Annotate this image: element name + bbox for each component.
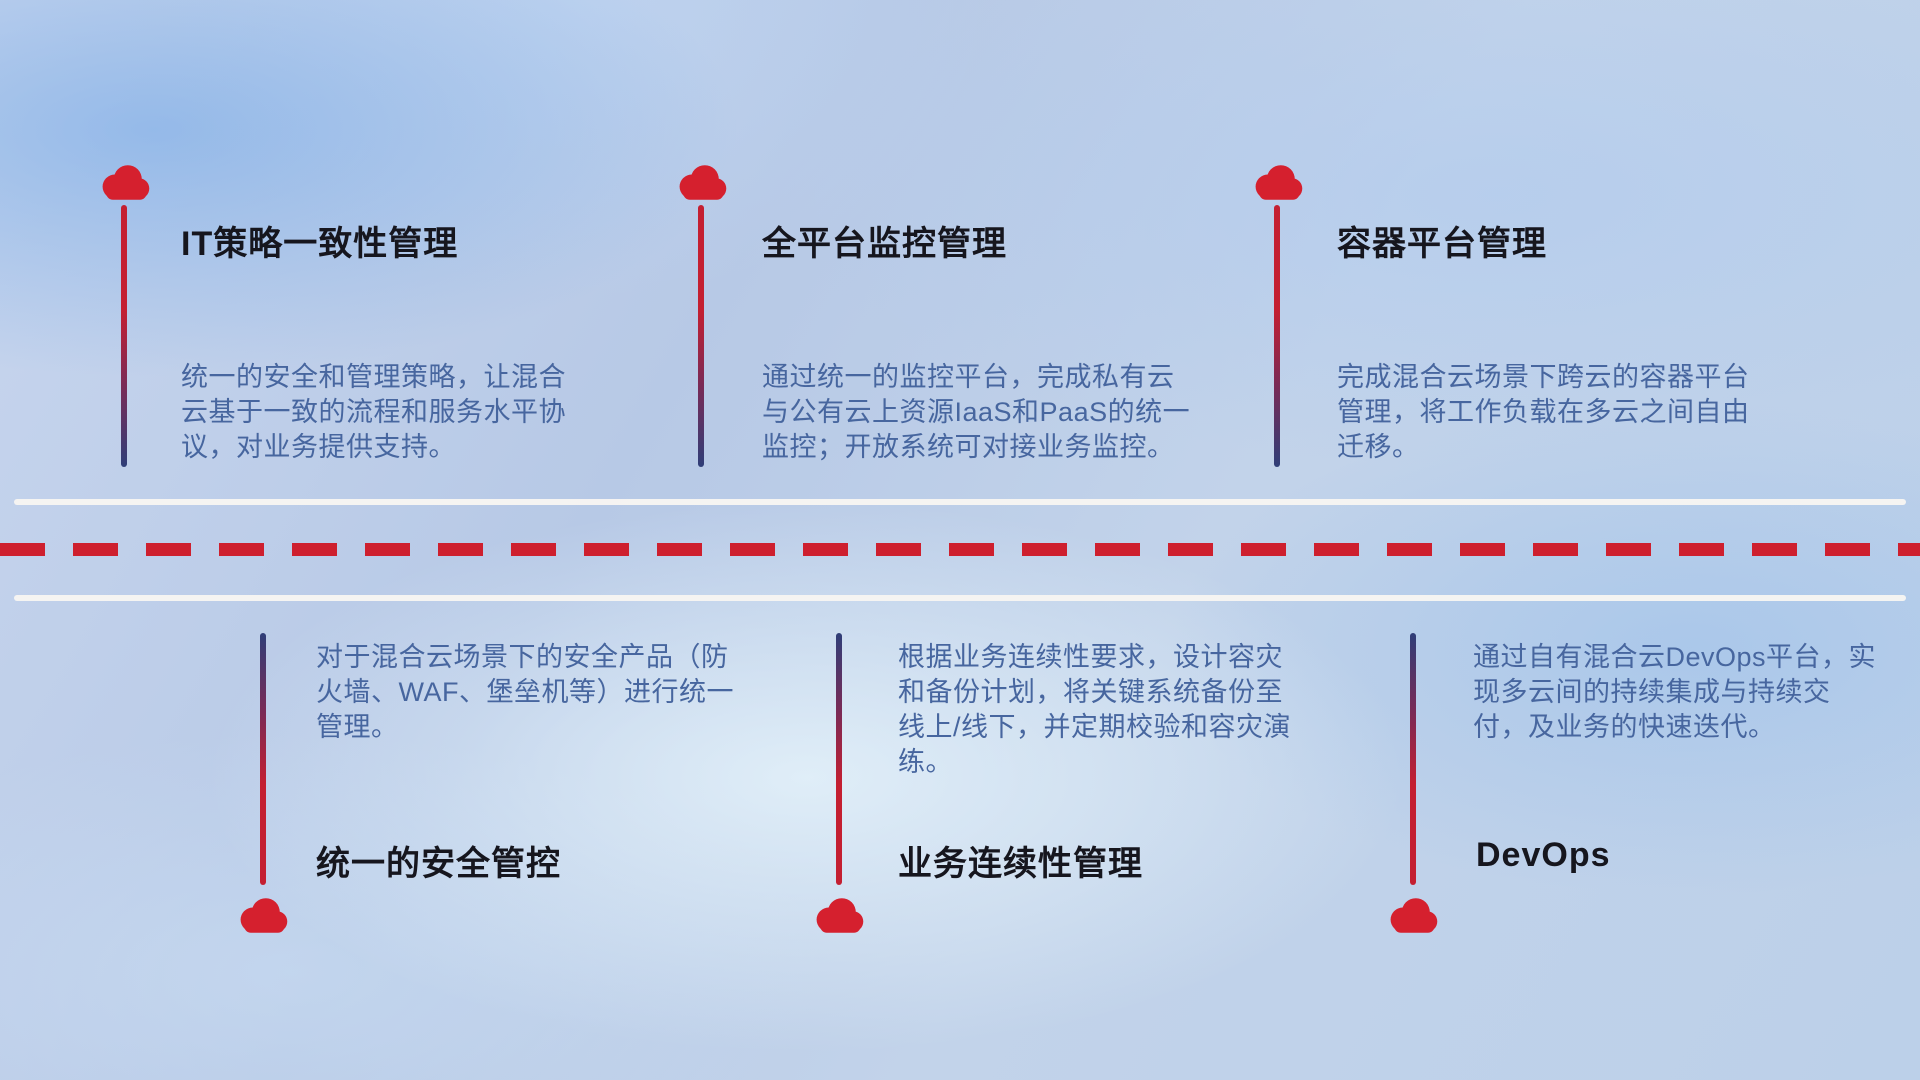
cloud-icon (235, 896, 291, 934)
cloud-icon (811, 896, 867, 934)
divider-dashed-line (0, 543, 1920, 556)
connector-line (121, 205, 127, 467)
cloud-icon (1250, 163, 1306, 201)
connector-line (698, 205, 704, 467)
item-title: IT策略一致性管理 (181, 225, 459, 263)
divider-line-top (14, 499, 1906, 505)
item-description: 通过统一的监控平台，完成私有云与公有云上资源IaaS和PaaS的统一监控；开放系… (762, 362, 1191, 462)
item-description: 根据业务连续性要求，设计容灾和备份计划，将关键系统备份至线上/线下，并定期校验和… (898, 642, 1292, 777)
item-title: 全平台监控管理 (762, 225, 1007, 263)
cloud-icon (674, 163, 730, 201)
item-description: 通过自有混合云DevOps平台，实现多云间的持续集成与持续交付，及业务的快速迭代… (1473, 642, 1877, 742)
item-description: 统一的安全和管理策略，让混合云基于一致的流程和服务水平协议，对业务提供支持。 (181, 362, 566, 462)
item-title: 统一的安全管控 (316, 845, 561, 883)
cloud-icon (97, 163, 153, 201)
connector-line (260, 633, 266, 885)
item-description: 对于混合云场景下的安全产品（防火墙、WAF、堡垒机等）进行统一管理。 (316, 642, 734, 742)
item-title: 业务连续性管理 (898, 845, 1143, 883)
connector-line (1274, 205, 1280, 467)
item-description: 完成混合云场景下跨云的容器平台管理，将工作负载在多云之间自由迁移。 (1337, 362, 1750, 462)
connector-line (1410, 633, 1416, 885)
cloud-icon (1385, 896, 1441, 934)
divider-line-bottom (14, 595, 1906, 601)
item-title: DevOps (1476, 836, 1611, 874)
item-title: 容器平台管理 (1337, 225, 1547, 263)
connector-line (836, 633, 842, 885)
